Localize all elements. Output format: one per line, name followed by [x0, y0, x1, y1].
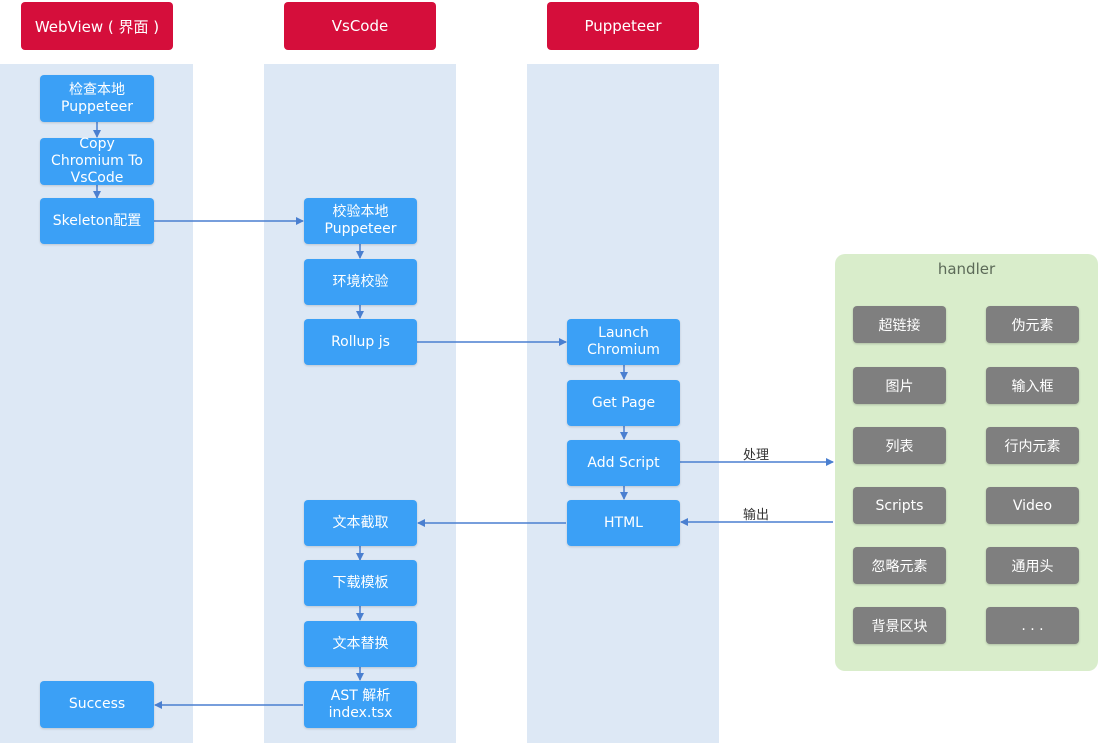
header-puppeteer: Puppeteer: [547, 2, 699, 50]
node-add-script: Add Script: [567, 440, 680, 486]
handler-item-list: 列表: [853, 427, 946, 464]
node-copy-chromium: Copy Chromium To VsCode: [40, 136, 154, 186]
handler-item-input: 输入框: [986, 367, 1079, 404]
edge-label-output: 输出: [743, 508, 770, 523]
handler-item-inline-element: 行内元素: [986, 427, 1079, 464]
node-env-check: 环境校验: [304, 259, 417, 305]
handler-panel: handler 超链接 伪元素 图片 输入框 列表 行内元素 Scripts V…: [835, 254, 1098, 671]
handler-item-scripts: Scripts: [853, 487, 946, 524]
node-check-local-puppeteer: 检查本地 Puppeteer: [40, 75, 154, 122]
node-download-template: 下载模板: [304, 560, 417, 606]
handler-item-image: 图片: [853, 367, 946, 404]
node-text-extract: 文本截取: [304, 500, 417, 546]
node-rollup-js: Rollup js: [304, 319, 417, 365]
handler-title: handler: [937, 260, 996, 278]
handler-item-common-header: 通用头: [986, 547, 1079, 584]
node-get-page: Get Page: [567, 380, 680, 426]
handler-item-background-block: 背景区块: [853, 607, 946, 644]
handler-item-pseudo-element: 伪元素: [986, 306, 1079, 343]
node-launch-chromium: Launch Chromium: [567, 319, 680, 365]
node-html: HTML: [567, 500, 680, 546]
edge-label-process: 处理: [743, 448, 770, 463]
handler-item-ignore-element: 忽略元素: [853, 547, 946, 584]
handler-item-more: . . .: [986, 607, 1079, 644]
header-vscode: VsCode: [284, 2, 436, 50]
node-text-replace: 文本替换: [304, 621, 417, 667]
handler-item-video: Video: [986, 487, 1079, 524]
node-verify-local-puppeteer: 校验本地 Puppeteer: [304, 198, 417, 244]
header-webview: WebView ( 界面 ): [21, 2, 173, 50]
node-skeleton-config: Skeleton配置: [40, 198, 154, 244]
handler-item-hyperlink: 超链接: [853, 306, 946, 343]
node-success: Success: [40, 681, 154, 728]
node-ast-parse: AST 解析 index.tsx: [304, 681, 417, 728]
